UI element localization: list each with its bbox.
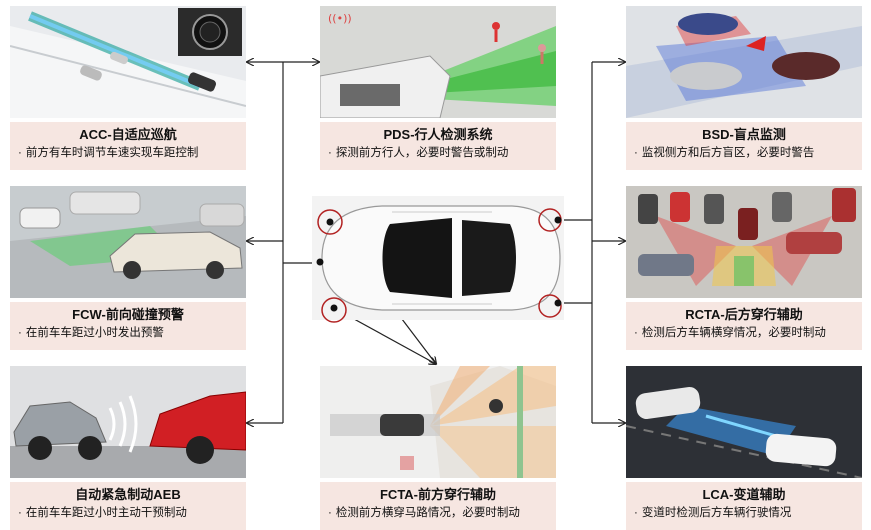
- aeb-illustration: [10, 366, 246, 478]
- svg-text:((•)): ((•)): [328, 12, 352, 25]
- acc-caption: ACC-自适应巡航 ·前方有车时调节车速实现车距控制: [10, 122, 246, 170]
- aeb-description: 在前车车距过小时主动干预制动: [25, 507, 187, 519]
- fcw-title: FCW-前向碰撞预警: [72, 307, 184, 322]
- pds-description: 探测前方行人，必要时警告或制动: [335, 147, 509, 159]
- acc-illustration: [10, 6, 246, 118]
- bsd-caption: BSD-盲点监测 ·监视侧方和后方盲区，必要时警告: [626, 122, 862, 170]
- lca-illustration: [626, 366, 862, 478]
- fcta-description: 检测前方横穿马路情况，必要时制动: [335, 507, 520, 519]
- fcta-title: FCTA-前方穿行辅助: [379, 487, 497, 502]
- rcta-caption: RCTA-后方穿行辅助 ·检测后方车辆横穿情况，必要时制动: [626, 302, 862, 350]
- pds-caption: PDS-行人检测系统 ·探测前方行人，必要时警告或制动: [320, 122, 556, 170]
- bullet: ·: [328, 507, 332, 519]
- bullet: ·: [18, 507, 22, 519]
- bullet: ·: [18, 147, 22, 159]
- rcta-illustration: [626, 186, 862, 298]
- bsd-description: 监视侧方和后方盲区，必要时警告: [641, 147, 815, 159]
- aeb-title: 自动紧急制动AEB: [75, 487, 181, 502]
- fcw-caption: FCW-前向碰撞预警 ·在前车车距过小时发出预警: [10, 302, 246, 350]
- lca-title: LCA-变道辅助: [702, 487, 786, 502]
- pds-title: PDS-行人检测系统: [383, 127, 493, 142]
- bullet: ·: [634, 327, 638, 339]
- bullet: ·: [328, 147, 332, 159]
- lca-caption: LCA-变道辅助 ·变道时检测后方车辆行驶情况: [626, 482, 862, 530]
- bullet: ·: [634, 147, 638, 159]
- bsd-illustration: [626, 6, 862, 118]
- fcw-illustration: [10, 186, 246, 298]
- bullet: ·: [18, 327, 22, 339]
- bsd-title: BSD-盲点监测: [702, 127, 786, 142]
- fcta-illustration: [320, 366, 556, 478]
- fcw-description: 在前车车距过小时发出预警: [25, 327, 164, 339]
- center-car-top-view: [312, 196, 564, 320]
- rcta-description: 检测后方车辆横穿情况，必要时制动: [641, 327, 826, 339]
- aeb-caption: 自动紧急制动AEB ·在前车车距过小时主动干预制动: [10, 482, 246, 530]
- lca-description: 变道时检测后方车辆行驶情况: [641, 507, 792, 519]
- rcta-title: RCTA-后方穿行辅助: [685, 307, 803, 322]
- fcta-caption: FCTA-前方穿行辅助 ·检测前方横穿马路情况，必要时制动: [320, 482, 556, 530]
- pds-illustration: ((•)): [320, 6, 556, 118]
- bullet: ·: [634, 507, 638, 519]
- acc-description: 前方有车时调节车速实现车距控制: [25, 147, 199, 159]
- car-icon: [312, 196, 564, 320]
- acc-title: ACC-自适应巡航: [79, 127, 177, 142]
